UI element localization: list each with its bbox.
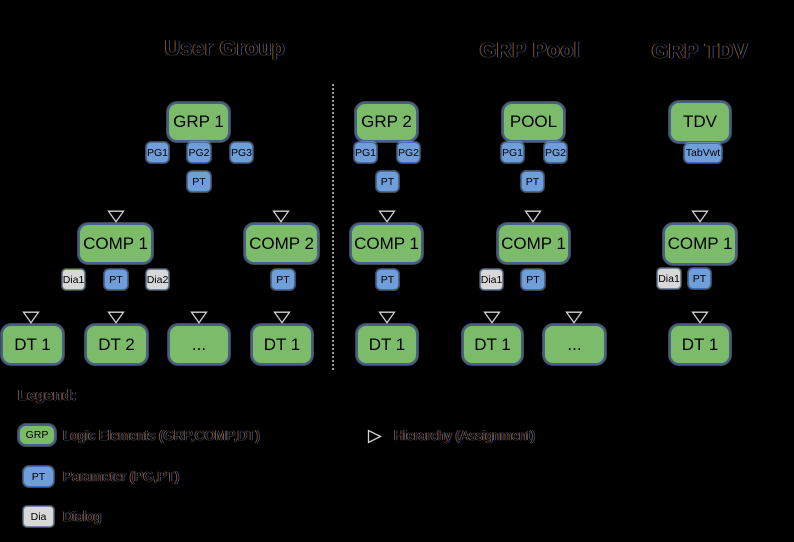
node-tdv-dt1: DT 1: [669, 324, 731, 365]
node-tdv: TDV: [669, 101, 731, 143]
node-ug-comp2: COMP 2: [244, 223, 319, 264]
legend-logic-label: Logic Elements (GRP,COMP,DT): [63, 428, 260, 443]
node-tdv-dia1: Dia1: [657, 268, 681, 289]
arrow-down-icon: [107, 210, 125, 223]
node-tdv-pt: PT: [688, 268, 711, 289]
node-gp-pt-comp1: PT: [376, 269, 399, 290]
node-grp1: GRP 1: [167, 102, 230, 142]
section-title-user-group: User Group: [164, 37, 286, 60]
legend-hierarchy-label: Hierarchy (Assignment): [394, 428, 536, 443]
node-gp-comp1: COMP 1: [350, 223, 423, 264]
legend-grp-swatch: GRP: [18, 424, 56, 446]
node-pool-pt-grp: PT: [521, 171, 544, 192]
node-pool-pg2: PG2: [544, 142, 567, 163]
node-ug-pg1: PG1: [146, 142, 169, 163]
arrow-down-icon: [378, 311, 396, 324]
node-pool-pg1: PG1: [501, 142, 524, 163]
node-ug-pg2: PG2: [187, 142, 211, 163]
legend-dia-swatch: Dia: [23, 506, 54, 527]
node-pool-pt-comp1: PT: [521, 269, 545, 290]
node-ug-pt-grp: PT: [187, 171, 211, 192]
node-grp2: GRP 2: [355, 102, 418, 142]
legend-parameter-label: Parameter (PG,PT): [63, 469, 180, 484]
arrow-down-icon: [272, 210, 290, 223]
node-pool-dt1: DT 1: [462, 324, 523, 365]
node-ug-dt2: DT 2: [85, 324, 148, 365]
node-ug-dt1: DT 1: [1, 324, 64, 365]
arrow-down-icon: [273, 311, 291, 324]
node-ug-pg3: PG3: [230, 142, 253, 163]
arrow-down-icon: [378, 210, 396, 223]
arrow-right-icon: [367, 429, 383, 444]
arrow-down-icon: [691, 311, 709, 324]
node-gp-pg2: PG2: [397, 142, 420, 163]
legend-dialog-label: Dialog: [63, 509, 102, 524]
node-tabvwt: TabVwt: [684, 143, 722, 163]
node-gp-pt-grp: PT: [376, 171, 399, 192]
node-pool-dia1: Dia1: [480, 269, 503, 290]
arrow-down-icon: [190, 311, 208, 324]
arrow-down-icon: [524, 210, 542, 223]
node-ug-comp1: COMP 1: [78, 223, 153, 264]
node-gp-dt1: DT 1: [356, 324, 418, 365]
node-pool-dt-ellipsis: ...: [543, 324, 606, 365]
node-pool: POOL: [502, 102, 565, 142]
arrow-down-icon: [691, 210, 709, 223]
node-pool-comp1: COMP 1: [497, 223, 570, 264]
arrow-down-icon: [483, 311, 501, 324]
arrow-down-icon: [565, 311, 583, 324]
node-ug-dt3: DT 1: [251, 324, 313, 365]
node-tdv-comp1: COMP 1: [663, 223, 737, 265]
node-ug-dia1: Dia1: [62, 269, 85, 290]
legend-pt-swatch: PT: [23, 466, 54, 487]
section-title-grp-pool: GRP Pool: [479, 39, 581, 62]
node-ug-dt-ellipsis: ...: [168, 324, 230, 365]
node-ug-pt-comp2: PT: [271, 269, 295, 290]
arrow-down-icon: [107, 311, 125, 324]
node-gp-pg1: PG1: [354, 142, 377, 163]
legend-heading: Legend:: [18, 387, 77, 404]
section-separator-line: [332, 84, 334, 370]
node-ug-dia2: Dia2: [146, 269, 169, 290]
section-title-grp-tdv: GRP TDV: [651, 40, 749, 63]
node-ug-pt-comp1: PT: [104, 269, 128, 290]
arrow-down-icon: [22, 311, 40, 324]
